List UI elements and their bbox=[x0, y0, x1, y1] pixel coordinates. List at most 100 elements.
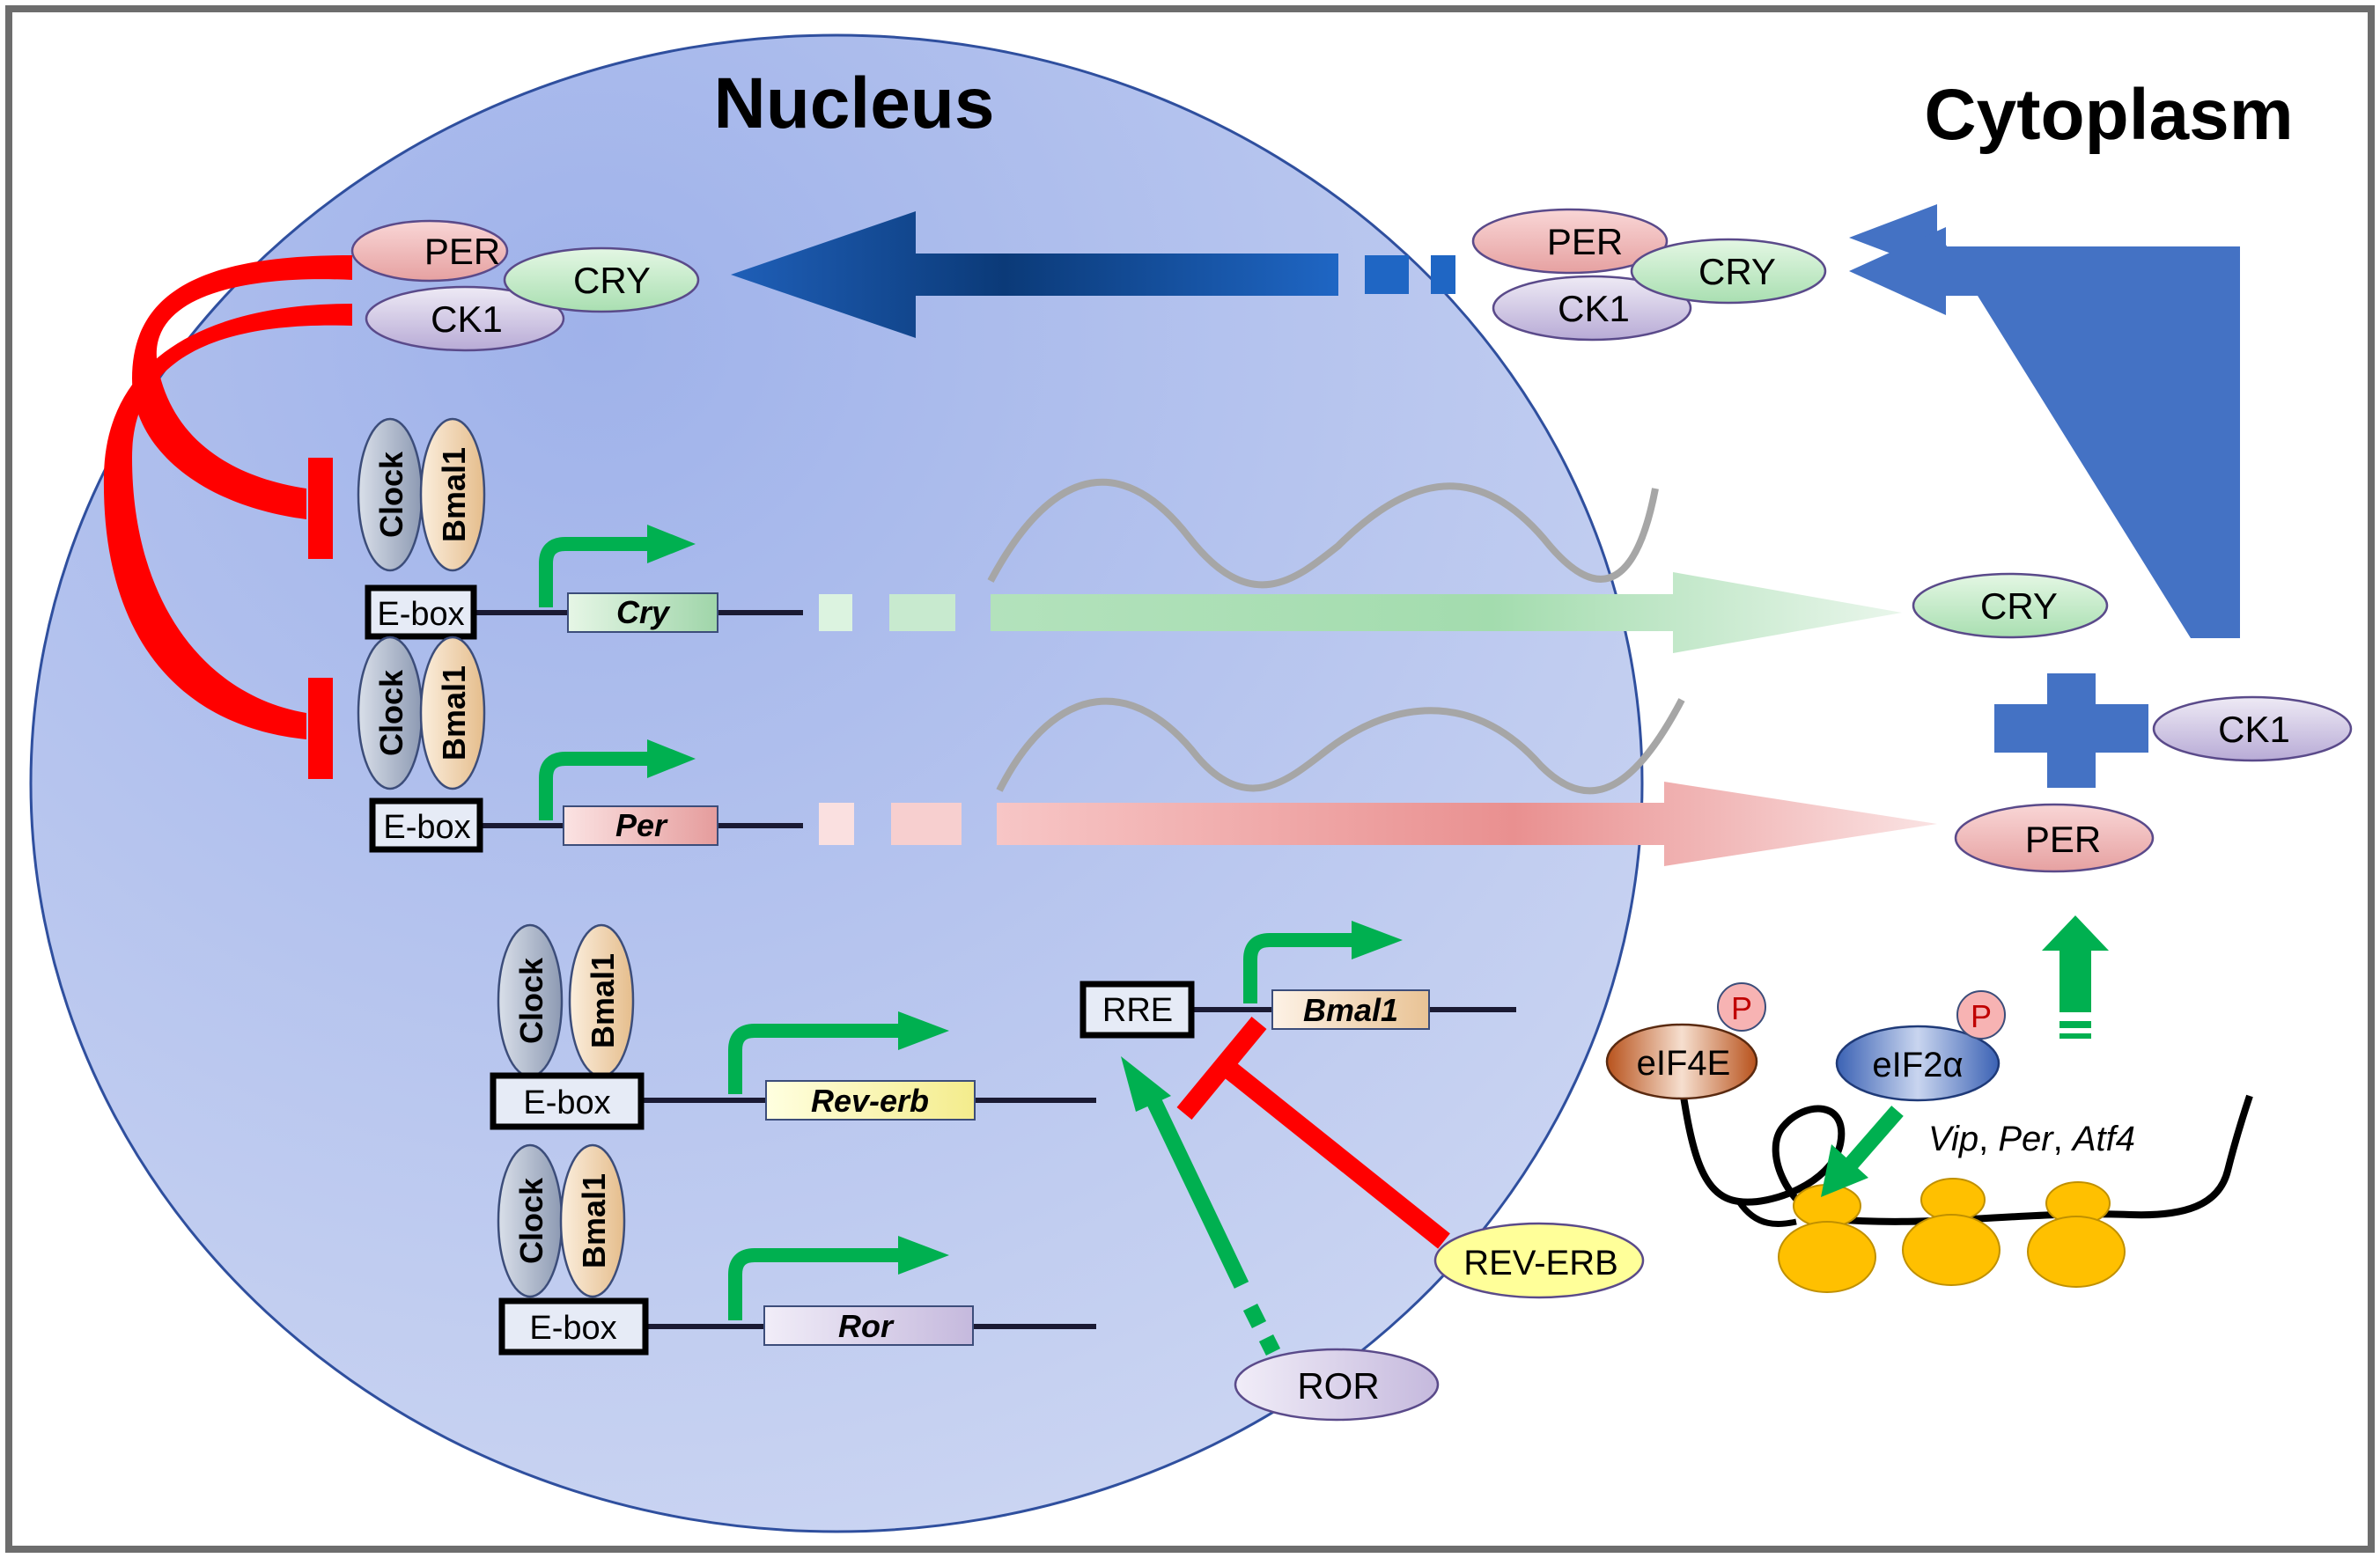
translation-up-arrow bbox=[2042, 915, 2109, 1039]
bmal1-label-reverb: Bmal1 bbox=[585, 953, 621, 1048]
per-mrna-export-arrow bbox=[819, 782, 1937, 866]
mrna-vip: Vip bbox=[1928, 1120, 1978, 1158]
clock-label-ror: Clock bbox=[513, 1177, 549, 1264]
bmal1-protein-per bbox=[419, 636, 486, 790]
return-arrow-body bbox=[1849, 227, 2240, 638]
ck1-label-nucleus: CK1 bbox=[431, 298, 503, 340]
mrna-sep-1: , bbox=[1978, 1120, 1998, 1158]
bmal1-gene-label: Bmal1 bbox=[1303, 992, 1398, 1028]
per-mrna-oscillation bbox=[996, 697, 1685, 795]
cry-protein-nucleus bbox=[503, 246, 700, 313]
repression-bar-cry bbox=[308, 458, 333, 559]
cry-mrna-export-arrow bbox=[819, 572, 1902, 653]
eif2a-label: eIF2α bbox=[1872, 1046, 1963, 1084]
ebox-cry bbox=[365, 584, 477, 640]
per-label-nucleus: PER bbox=[424, 231, 500, 272]
ribosome-large-1 bbox=[1778, 1221, 1876, 1293]
ck1-label-cytoplasm: CK1 bbox=[1558, 288, 1630, 329]
nucleus-label: Nucleus bbox=[714, 63, 995, 143]
ror-gene-unit: Clock Bmal1 E-box Ror bbox=[497, 1143, 1096, 1356]
per-protein-cytoplasm bbox=[1471, 208, 1669, 275]
eif2a-phospho-label: P bbox=[1971, 998, 1992, 1034]
per-gene-label: Per bbox=[615, 807, 668, 843]
rre-element bbox=[1079, 981, 1195, 1039]
cry-mrna-oscillation bbox=[987, 478, 1659, 589]
bmal1-gene-unit: RRE Bmal1 bbox=[1079, 921, 1516, 1039]
rev-erb-gene-unit: Clock Bmal1 E-box Rev-erb bbox=[490, 923, 1096, 1130]
eif4e-phospho bbox=[1717, 982, 1766, 1032]
bmal1-protein-ror bbox=[559, 1143, 626, 1298]
cry-label-nucleus: CRY bbox=[573, 260, 651, 301]
translation-machinery bbox=[1676, 1073, 2253, 1293]
translated-mrnas-label: Vip, Per, Atf4 bbox=[1928, 1120, 2135, 1158]
eif4e-label: eIF4E bbox=[1637, 1044, 1731, 1083]
cytoplasm-return-arrow bbox=[1849, 204, 2239, 638]
rev-erb-repression-arrow bbox=[1176, 1016, 1450, 1249]
bmal1-label-per: Bmal1 bbox=[436, 665, 472, 761]
ebox-ror bbox=[498, 1297, 649, 1356]
ck1-protein-free bbox=[2152, 695, 2353, 762]
complex-formation-plus bbox=[1994, 673, 2148, 788]
rev-erb-protein-label: REV-ERB bbox=[1463, 1244, 1618, 1282]
cry-free-label: CRY bbox=[1980, 585, 2058, 627]
bmal1-label-cry: Bmal1 bbox=[436, 447, 472, 542]
transcription-arrow-ror bbox=[728, 1248, 903, 1320]
bmal1-gene-box bbox=[1271, 989, 1430, 1030]
rev-erb-protein bbox=[1433, 1222, 1645, 1299]
mrna-strand bbox=[1676, 1073, 2253, 1225]
ebox-reverb bbox=[490, 1072, 645, 1130]
rev-erb-gene-box bbox=[765, 1080, 976, 1121]
per-protein-nucleus bbox=[350, 219, 509, 283]
ribosome-large-2 bbox=[1902, 1214, 2001, 1286]
cytoplasmic-per-cry-ck1-complex: PER CK1 CRY bbox=[1471, 208, 1827, 342]
ror-protein bbox=[1234, 1348, 1440, 1422]
ror-gene-box bbox=[763, 1305, 974, 1346]
mrna-atf4: Atf4 bbox=[2071, 1120, 2135, 1158]
cry-gene-box bbox=[567, 592, 718, 633]
ebox-label-reverb: E-box bbox=[523, 1084, 610, 1121]
cry-protein-cytoplasm bbox=[1630, 238, 1827, 305]
per-gene-unit: Clock Bmal1 E-box Per bbox=[357, 636, 803, 853]
nuclear-per-cry-ck1-complex: PER CK1 CRY bbox=[350, 219, 700, 352]
transcription-arrow-bmal1 bbox=[1243, 933, 1356, 1003]
per-gene-box bbox=[563, 805, 718, 846]
clock-label-reverb: Clock bbox=[513, 957, 549, 1044]
clock-label-cry: Clock bbox=[373, 451, 409, 538]
ebox-per bbox=[369, 797, 483, 853]
per-protein-free bbox=[1954, 803, 2155, 873]
per-label-cytoplasm: PER bbox=[1547, 221, 1623, 262]
ebox-label-cry: E-box bbox=[377, 596, 464, 633]
repression-curve-cry bbox=[132, 255, 352, 519]
mrna-sep-2: , bbox=[2053, 1120, 2073, 1158]
ck1-protein-nucleus bbox=[365, 285, 565, 352]
cytoplasm-label: Cytoplasm bbox=[1924, 75, 2293, 155]
mrna-per: Per bbox=[1998, 1120, 2054, 1158]
ebox-label-per: E-box bbox=[383, 809, 470, 846]
per-free-label: PER bbox=[2025, 819, 2101, 860]
bmal1-protein-cry bbox=[419, 417, 486, 572]
ror-protein-label: ROR bbox=[1297, 1365, 1379, 1407]
transcription-arrow-reverb bbox=[728, 1024, 903, 1094]
clock-label-per: Clock bbox=[373, 669, 409, 756]
cry-gene-unit: Clock Bmal1 E-box Cry bbox=[357, 417, 803, 640]
eif4e-protein bbox=[1605, 1023, 1758, 1100]
transcription-arrow-per bbox=[539, 752, 652, 820]
cry-label-cytoplasm: CRY bbox=[1698, 251, 1776, 292]
repression-curve-per bbox=[103, 304, 353, 739]
complex-repression-arrows bbox=[103, 255, 353, 779]
ck1-free-label: CK1 bbox=[2218, 709, 2290, 750]
repression-bar-per bbox=[308, 678, 333, 779]
nuclear-import-arrow bbox=[731, 211, 1455, 338]
transcription-arrow-cry bbox=[539, 537, 652, 607]
rev-erb-gene-label: Rev-erb bbox=[811, 1083, 929, 1119]
eif2a-phospho bbox=[1956, 990, 2006, 1040]
eif4e-phospho-label: P bbox=[1731, 990, 1752, 1026]
ribosome-large-3 bbox=[2027, 1216, 2126, 1288]
ebox-label-ror: E-box bbox=[529, 1310, 616, 1347]
bmal1-label-ror: Bmal1 bbox=[576, 1173, 612, 1268]
eif2a-protein bbox=[1835, 1025, 2001, 1102]
ck1-protein-cytoplasm bbox=[1492, 275, 1692, 342]
ror-gene-label: Ror bbox=[838, 1308, 895, 1344]
rre-label: RRE bbox=[1102, 992, 1173, 1029]
